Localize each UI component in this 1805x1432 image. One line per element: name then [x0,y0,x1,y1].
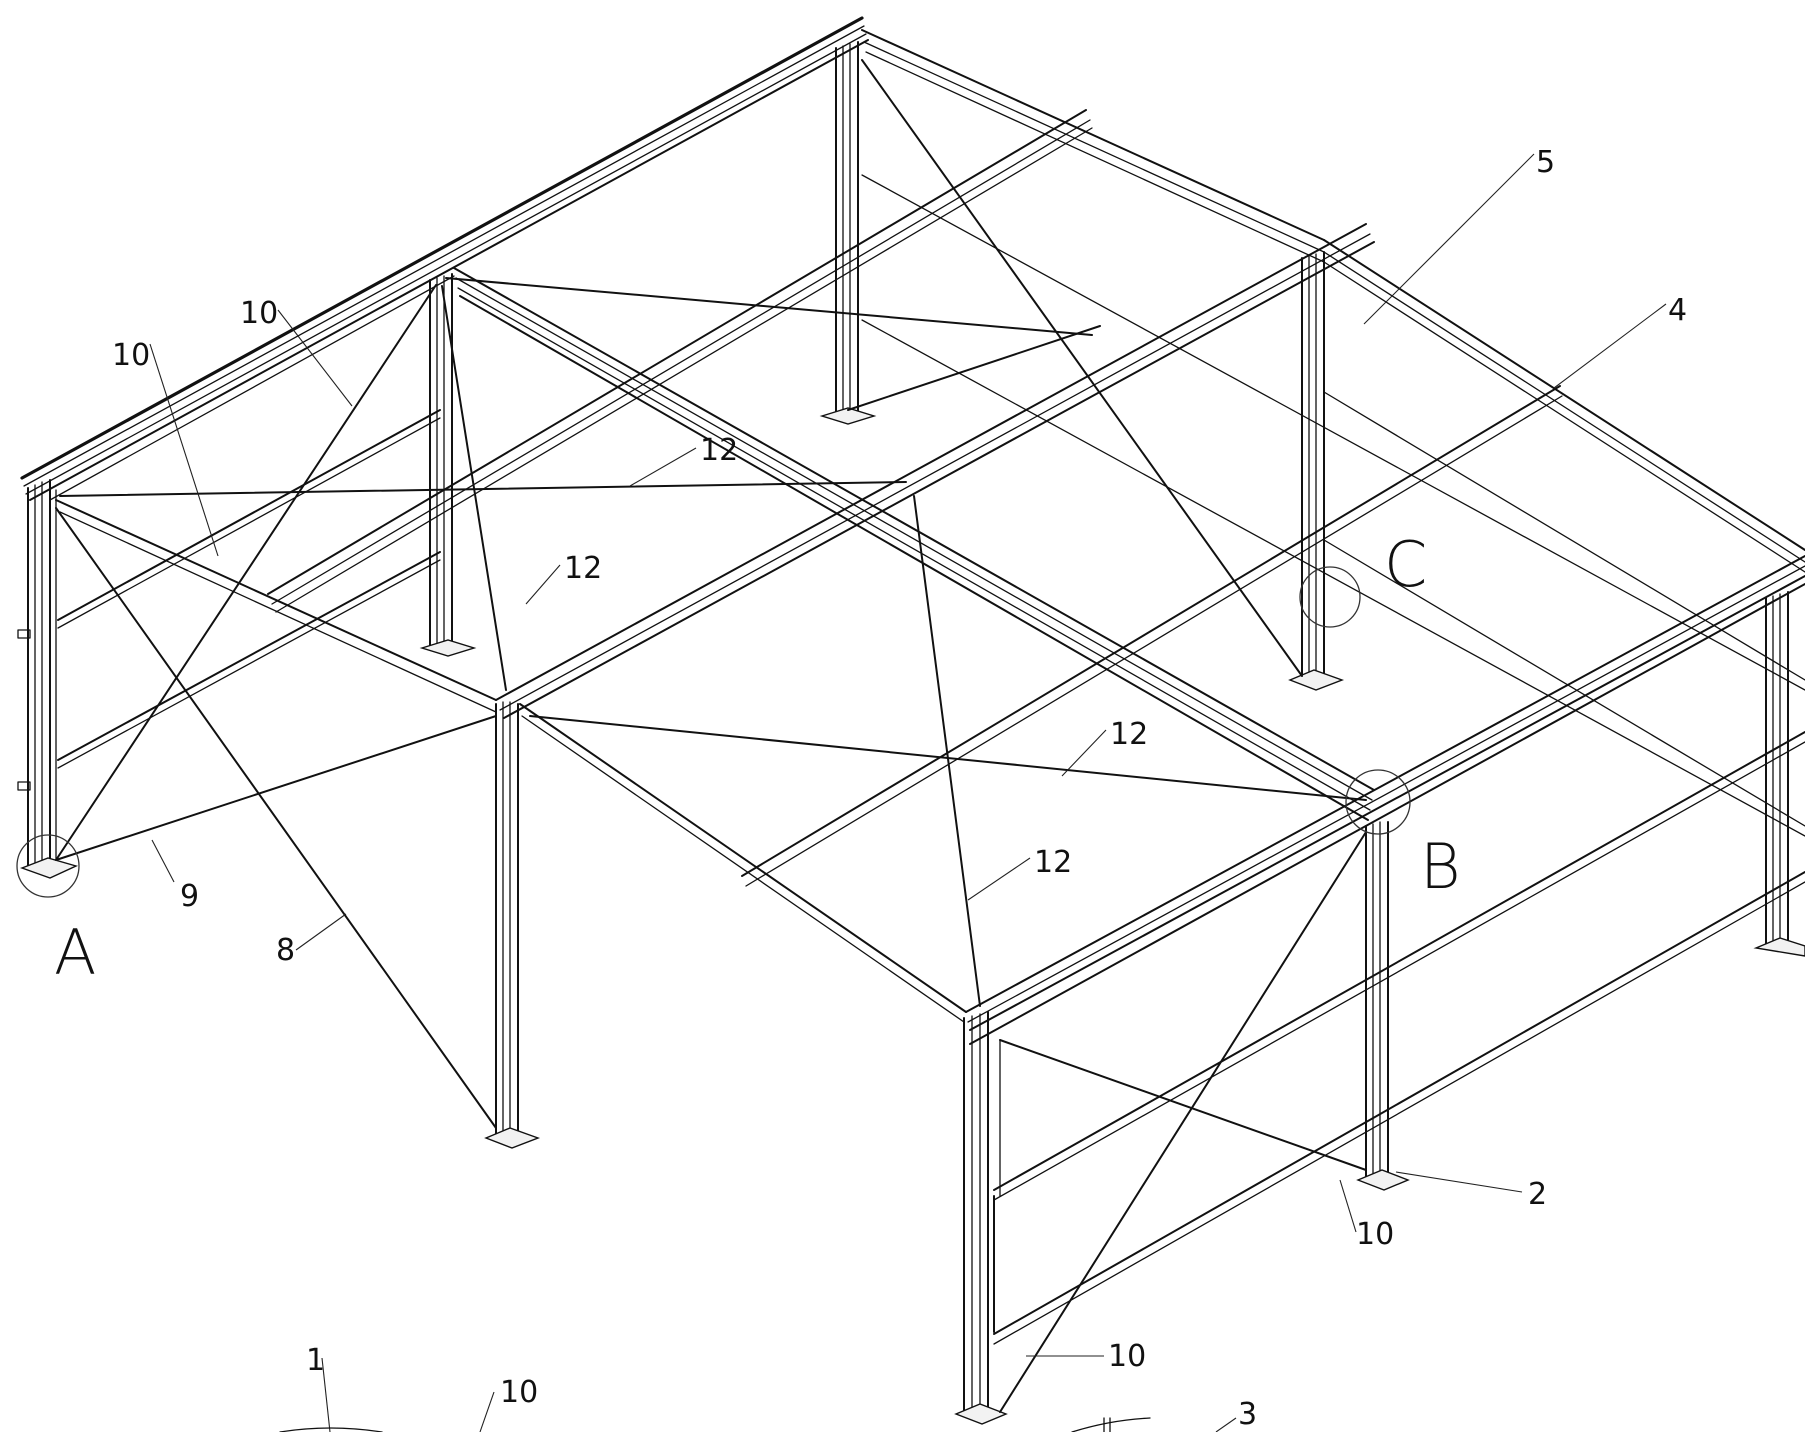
front-portal-frame [55,499,1008,1425]
far-right-column [1753,591,1805,957]
brace-10-left-a [55,284,437,861]
back-ridge-column [819,41,877,425]
brace-10-right [999,831,1367,1413]
ridge-line-members [453,223,1805,1031]
callout-2: 2 [1528,1177,1547,1212]
detail-label-B: B [1420,830,1461,903]
detail-label-A: A [54,916,96,989]
left-gable-frame [17,16,877,879]
brace-10-back [861,59,1303,677]
bracing-rods [55,59,1367,1413]
callout-1: 1 [306,1343,325,1378]
left-corner-column [19,479,79,879]
right-bay-column [1356,821,1410,1191]
callout-10-d: 10 [1108,1339,1146,1374]
callout-10-c: 10 [1356,1217,1394,1252]
brace-12-b [441,285,507,691]
callout-10-b: 10 [112,338,150,373]
callout-12-a: 12 [700,433,738,468]
left-gable-rafter [20,16,869,501]
roof-purlins [267,109,1805,1345]
left-wall-girt-upper [57,409,441,621]
brace-12-d [913,495,981,1007]
detail-letters: A B C [54,528,1461,989]
brace-9 [55,715,497,861]
callout-5: 5 [1536,145,1555,180]
brace-12-a [59,481,907,497]
brace-10-front [999,1039,1367,1171]
front-left-column [484,701,541,1149]
callout-9: 9 [180,879,199,914]
brace-8 [55,507,497,1129]
left-intermediate-column [419,273,477,657]
left-wall-girt-lower [57,551,441,761]
callout-12-c: 12 [1110,717,1148,752]
callout-4: 4 [1668,293,1687,328]
right-ridge-column [1288,251,1345,691]
detail-circle-C [1299,566,1361,628]
callout-10-a: 10 [240,296,278,331]
front-right-corner-column [954,1011,1008,1425]
callout-labels: 5 4 10 10 12 12 12 12 9 8 2 10 10 1 10 3 [112,145,1687,1432]
callout-12-b: 12 [564,551,602,586]
bottom-detail-right-arc [1071,1417,1151,1432]
leader-lines [149,153,1667,1432]
right-bay-frame [861,29,1805,1191]
bottom-detail-left-arc [279,1427,383,1432]
callout-12-d: 12 [1034,845,1072,880]
callout-8: 8 [276,933,295,968]
detail-circle-B [1345,769,1411,835]
detail-circle-A [16,834,80,898]
callout-10-e: 10 [500,1375,538,1410]
detail-label-C: C [1384,528,1427,601]
callout-3: 3 [1238,1397,1257,1432]
